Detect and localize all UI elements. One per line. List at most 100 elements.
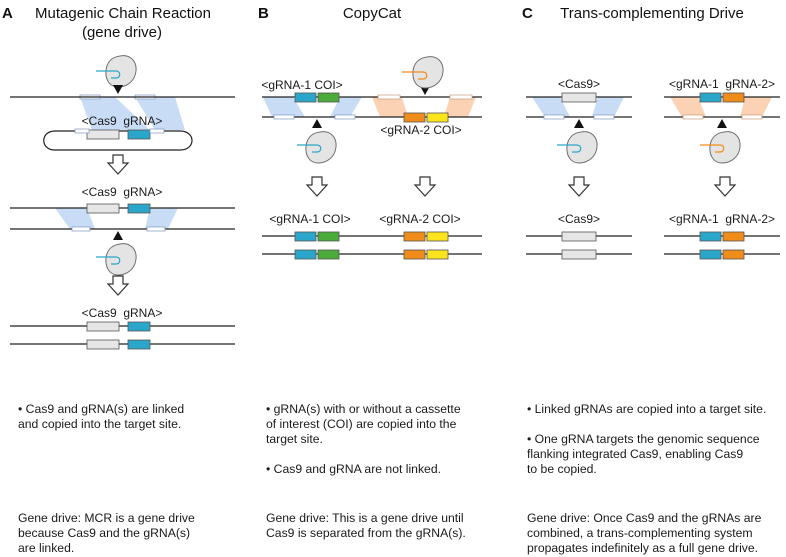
cas9-label: <Cas9> [558, 77, 600, 91]
grna-gene [127, 129, 151, 140]
panel-b-gd-line: Cas9 is separated from the gRNA(s). [266, 526, 466, 540]
panel-b-desc-line: target site. [266, 432, 323, 446]
grna2-gene [722, 249, 745, 260]
homology-bar [146, 226, 166, 232]
cut-site-marker [113, 85, 123, 94]
down-arrow-icon [714, 176, 736, 197]
homology-band-left [532, 97, 570, 117]
homology-band-right [592, 97, 624, 117]
grna1-gene [294, 249, 317, 260]
panel-b-step2: <gRNA-1 COI> <gRNA-2 COI> [262, 212, 482, 260]
homology-band-left-orange [372, 97, 408, 117]
grna1-gene [699, 231, 722, 242]
homology-band-right [740, 97, 772, 117]
panel-b-gd-line: Gene drive: This is a gene drive until [266, 511, 464, 525]
down-arrow-icon [568, 176, 590, 197]
cas9-gene [86, 203, 120, 214]
guide-rna-icon [96, 256, 121, 265]
cas9-gene [86, 321, 120, 332]
guide-rna-icon [402, 71, 428, 80]
grna-pair-label: <gRNA-1 gRNA-2> [669, 77, 775, 91]
cas9-gene [561, 249, 597, 260]
cut-site-marker [717, 119, 727, 128]
homology-bar [71, 226, 91, 232]
panel-a-step2: <Cas9 gRNA> [10, 185, 235, 276]
homology-bar [334, 114, 356, 120]
panel-c-gd-line: Gene drive: Once Cas9 and the gRNAs are [527, 511, 762, 525]
homology-bar [449, 94, 473, 100]
guide-rna-icon [297, 144, 322, 153]
cut-site-marker [574, 119, 584, 128]
down-arrow-icon [107, 275, 129, 296]
homology-band-right-orange [444, 97, 476, 117]
panel-a-gd-line: because Cas9 and the gRNA(s) [18, 526, 191, 540]
panel-c-gd-line: propagates indefinitely as a full gene d… [527, 541, 759, 555]
panel-a-gene-drive-note: Gene drive: MCR is a gene drive because … [18, 511, 243, 556]
panel-a-letter: A [2, 5, 13, 22]
grna1-gene [699, 249, 722, 260]
panel-b-letter: B [258, 5, 269, 22]
cas9-gene [86, 129, 120, 140]
panel-b-description: • gRNA(s) with or without a cassette of … [266, 402, 511, 447]
cas9-gene [561, 231, 597, 242]
grna-gene [127, 203, 151, 214]
homology-bar [149, 128, 165, 134]
grna2-gene [403, 112, 426, 123]
homology-band-right [145, 208, 178, 229]
homology-band-left [55, 208, 95, 229]
grna1-gene [699, 92, 722, 103]
construct-label: <Cas9 gRNA> [82, 114, 163, 128]
cas9-protein-icon [105, 243, 137, 276]
panel-b-desc-line: • gRNA(s) with or without a cassette [266, 402, 461, 416]
panel-a-gd-line: are linked. [18, 541, 75, 555]
homology-bar [741, 114, 763, 120]
grna2-gene [722, 231, 745, 242]
grna-gene [127, 321, 151, 332]
panel-c-letter: C [522, 5, 533, 22]
panel-b-step1: <gRNA-1 COI> <gRNA-2 COI> [261, 56, 482, 164]
final-label: <Cas9 gRNA> [82, 306, 163, 320]
coi2-gene [426, 249, 449, 260]
after-grna2-coi-label: <gRNA-2 COI> [379, 212, 460, 226]
down-arrow-icon [107, 154, 129, 175]
cas9-gene [86, 339, 120, 350]
coi2-gene [426, 231, 449, 242]
panel-c-desc-line: flanking integrated Cas9, enabling Cas9 [527, 447, 744, 461]
grna2-gene [403, 231, 426, 242]
guide-rna-icon [557, 144, 582, 153]
panel-c-desc-line: to be copied. [527, 462, 597, 476]
grna2-gene [403, 249, 426, 260]
grna-gene [127, 339, 151, 350]
homology-bar [682, 114, 704, 120]
donor-plasmid [43, 130, 193, 151]
guide-rna-icon [700, 144, 725, 153]
coi-gene [317, 231, 340, 242]
coi2-gene [426, 112, 449, 123]
down-arrow-icon [414, 176, 436, 197]
homology-band-right [135, 97, 185, 130]
panel-a-desc-line: • Cas9 and gRNA(s) are linked [18, 402, 185, 416]
homology-bar [377, 94, 401, 100]
homology-band-left [670, 97, 706, 117]
homology-band-left-blue [263, 97, 305, 117]
grna2-coi-label: <gRNA-2 COI> [380, 123, 461, 137]
panel-c-step2: <Cas9> <gRNA-1 gRNA-2> [526, 212, 780, 260]
cut-site-marker [113, 231, 123, 240]
after-label: <Cas9 gRNA> [82, 185, 163, 199]
down-arrow-icon [306, 176, 328, 197]
after-cas9-label: <Cas9> [558, 212, 600, 226]
panel-c-title: Trans-complementing Drive [560, 5, 744, 22]
panel-b-description-2: • Cas9 and gRNA are not linked. [266, 462, 511, 477]
panel-a-title: Mutagenic Chain Reaction [35, 5, 211, 22]
panel-a-step3: <Cas9 gRNA> [10, 306, 235, 350]
coi-gene [317, 92, 340, 103]
panel-c-step1-grna: <gRNA-1 gRNA-2> [664, 77, 780, 164]
panel-b-desc-line: • Cas9 and gRNA are not linked. [266, 462, 441, 476]
homology-bar [74, 128, 90, 134]
panel-a-description: • Cas9 and gRNA(s) are linked and copied… [18, 402, 243, 432]
coi-gene [317, 249, 340, 260]
cas9-protein-icon [709, 131, 741, 164]
homology-bar [273, 114, 295, 120]
grna1-gene [294, 231, 317, 242]
